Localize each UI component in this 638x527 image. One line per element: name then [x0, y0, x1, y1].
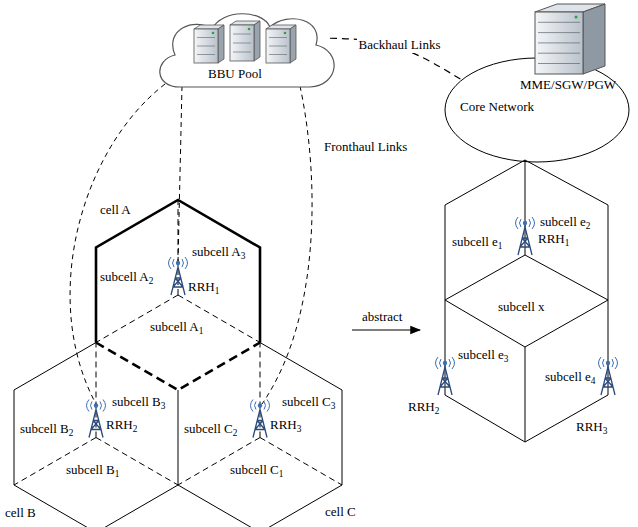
subcell-label: subcell A2 — [100, 270, 153, 285]
subcell-label: subcell A1 — [150, 320, 203, 335]
abstract-outline — [445, 160, 608, 442]
link-label: Backhaul Links — [357, 38, 443, 53]
bbu-pool-cloud-shape — [150, 5, 340, 100]
subcell-label: subcell e1 — [452, 235, 503, 250]
rrh-tower — [87, 400, 106, 438]
rrh-tower — [251, 400, 270, 438]
rrh-label: RRH2 — [106, 418, 137, 433]
subcell-label: subcell e2 — [540, 215, 591, 230]
subcell-label: subcell C3 — [282, 395, 335, 410]
cell-label: cell A — [100, 203, 131, 218]
cell-label: cell C — [325, 505, 356, 520]
fronthaul-link — [178, 86, 182, 262]
server-icon — [194, 21, 296, 63]
rrh-label: RRH1 — [538, 232, 569, 247]
fronthaul-link — [70, 84, 165, 404]
subcell-label: subcell B3 — [112, 395, 165, 410]
node-label: BBU Pool — [208, 67, 262, 82]
server-rack — [535, 4, 605, 74]
rrh-tower — [516, 217, 535, 255]
cell-label: cell B — [5, 506, 36, 521]
subcell-label: subcell x — [498, 300, 545, 315]
subcell-label: subcell C1 — [230, 463, 283, 478]
node-label: Core Network — [460, 100, 534, 115]
rrh-tower — [599, 357, 618, 395]
link-label: Fronthaul Links — [322, 140, 409, 155]
subcell-label: subcell e4 — [545, 370, 596, 385]
subcell-label: subcell e3 — [458, 348, 509, 363]
fronthaul-link — [262, 86, 312, 404]
rrh-tower — [436, 357, 455, 395]
subcell-label: subcell B2 — [20, 422, 73, 437]
rrh-label: RRH2 — [408, 400, 439, 415]
subcell-label: subcell C2 — [184, 422, 237, 437]
rrh-label: RRH3 — [576, 420, 607, 435]
cell-outline-bold — [96, 200, 260, 343]
subcell-label: subcell A3 — [192, 245, 245, 260]
rrh-tower — [169, 257, 188, 295]
core-network-ellipse: MME/SGW/PGW Core Network — [440, 0, 635, 165]
cell-outline-bold-dashed — [96, 343, 260, 391]
backhaul-link — [330, 38, 462, 80]
rrh-label: RRH3 — [270, 418, 301, 433]
bbu-pool-cloud: BBU Pool — [150, 5, 340, 100]
rrh-label: RRH1 — [188, 280, 219, 295]
arrow-label: abstract — [362, 310, 402, 325]
abstract-arrow — [352, 329, 420, 330]
subcell-label: subcell B1 — [66, 463, 119, 478]
node-label: MME/SGW/PGW — [520, 78, 616, 93]
